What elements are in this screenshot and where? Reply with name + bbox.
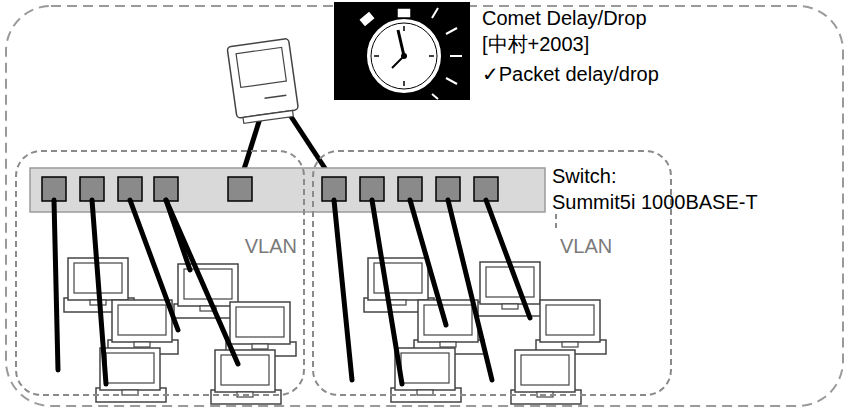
- annotation-text: Summit5i 1000BASE-T: [552, 190, 758, 214]
- vlan-region: VLAN: [15, 150, 305, 396]
- annotation-text: [中村+2003]: [482, 32, 589, 56]
- annotation-text: Comet Delay/Drop: [482, 6, 647, 30]
- annotation-text: Switch:: [552, 164, 616, 188]
- annotation-text: ✓Packet delay/drop: [482, 62, 659, 86]
- vlan-region: VLAN: [312, 150, 672, 396]
- vlan-label: VLAN: [245, 234, 297, 258]
- vlan-label: VLAN: [560, 234, 612, 258]
